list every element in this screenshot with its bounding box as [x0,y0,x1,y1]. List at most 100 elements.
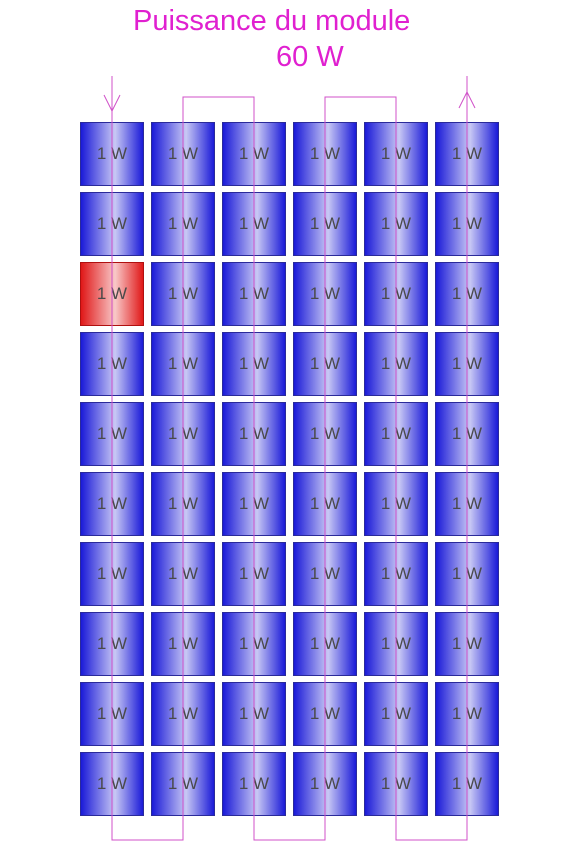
cell-power-label: 1 W [167,424,199,443]
solar-cell: 1 W [80,332,144,396]
cell-power-label: 1 W [96,774,128,793]
solar-cell: 1 W [222,472,286,536]
cell-power-label: 1 W [167,144,199,163]
cell-power-label: 1 W [451,704,483,723]
solar-cell: 1 W [435,542,499,606]
cell-power-label: 1 W [167,354,199,373]
cell-power-label: 1 W [309,144,341,163]
solar-cell: 1 W [435,262,499,326]
cell-power-label: 1 W [451,494,483,513]
cell-power-label: 1 W [451,564,483,583]
solar-cell: 1 W [364,262,428,326]
title-line-2: 60 W [276,41,344,73]
solar-cell: 1 W [293,612,357,676]
solar-cell: 1 W [435,472,499,536]
solar-cell: 1 W [293,122,357,186]
cell-power-label: 1 W [380,424,412,443]
solar-cell: 1 W [80,542,144,606]
cell-power-label: 1 W [167,704,199,723]
solar-cell: 1 W [293,542,357,606]
solar-cell: 1 W [435,402,499,466]
solar-cell: 1 W [151,332,215,396]
solar-cell: 1 W [364,472,428,536]
solar-cell: 1 W [151,192,215,256]
solar-cell: 1 W [222,192,286,256]
solar-cell: 1 W [435,682,499,746]
solar-cell: 1 W [151,682,215,746]
cell-power-label: 1 W [96,704,128,723]
solar-cell: 1 W [364,332,428,396]
cell-power-label: 1 W [451,424,483,443]
solar-cell: 1 W [364,682,428,746]
solar-cell: 1 W [80,682,144,746]
solar-cell: 1 W [222,262,286,326]
solar-cell: 1 W [151,542,215,606]
solar-cell: 1 W [80,122,144,186]
solar-cell: 1 W [293,402,357,466]
solar-cell: 1 W [435,122,499,186]
cell-power-label: 1 W [238,354,270,373]
cell-power-label: 1 W [451,634,483,653]
cell-power-label: 1 W [96,214,128,233]
cell-power-label: 1 W [380,144,412,163]
solar-cell: 1 W [80,612,144,676]
solar-cell: 1 W [435,192,499,256]
cell-power-label: 1 W [380,284,412,303]
solar-cell: 1 W [80,192,144,256]
cell-power-label: 1 W [167,634,199,653]
cell-power-label: 1 W [309,284,341,303]
solar-cell: 1 W [222,122,286,186]
cell-power-label: 1 W [238,564,270,583]
cell-power-label: 1 W [451,284,483,303]
cell-power-label: 1 W [309,704,341,723]
solar-cell: 1 W [364,612,428,676]
solar-cell: 1 W [151,262,215,326]
cell-power-label: 1 W [451,774,483,793]
solar-cell: 1 W [293,682,357,746]
cell-power-label: 1 W [238,704,270,723]
cell-power-label: 1 W [451,214,483,233]
solar-cell: 1 W [222,612,286,676]
cell-power-label: 1 W [309,214,341,233]
solar-cell: 1 W [364,402,428,466]
cell-power-label: 1 W [167,564,199,583]
cell-power-label: 1 W [380,774,412,793]
cell-power-label: 1 W [380,494,412,513]
title-line-1: Puissance du module [133,5,411,37]
cell-power-label: 1 W [451,354,483,373]
solar-cell: 1 W [151,752,215,816]
cell-power-label: 1 W [167,494,199,513]
solar-cell: 1 W [151,472,215,536]
solar-cell: 1 W [222,752,286,816]
cell-power-label: 1 W [167,214,199,233]
solar-cell: 1 W [293,752,357,816]
cell-power-label: 1 W [309,564,341,583]
solar-cell: 1 W [364,122,428,186]
solar-cell: 1 W [364,542,428,606]
solar-cell: 1 W [80,402,144,466]
cell-power-label: 1 W [380,354,412,373]
cell-power-label: 1 W [238,634,270,653]
solar-cell: 1 W [435,612,499,676]
solar-cell-shaded: 1 W [80,262,144,326]
cell-power-label: 1 W [309,494,341,513]
cell-power-label: 1 W [238,774,270,793]
diagram-title: Puissance du module 60 W [0,4,577,74]
solar-cell: 1 W [80,752,144,816]
cell-power-label: 1 W [96,634,128,653]
cell-power-label: 1 W [309,424,341,443]
solar-cell: 1 W [80,472,144,536]
cell-power-label: 1 W [96,284,128,303]
solar-cell: 1 W [222,402,286,466]
cell-power-label: 1 W [167,774,199,793]
solar-cell: 1 W [293,192,357,256]
solar-cell: 1 W [151,122,215,186]
cell-power-label: 1 W [238,284,270,303]
solar-cell: 1 W [364,192,428,256]
cell-power-label: 1 W [96,424,128,443]
solar-cell: 1 W [293,332,357,396]
cell-power-label: 1 W [238,424,270,443]
cell-power-label: 1 W [380,214,412,233]
solar-cell: 1 W [222,332,286,396]
